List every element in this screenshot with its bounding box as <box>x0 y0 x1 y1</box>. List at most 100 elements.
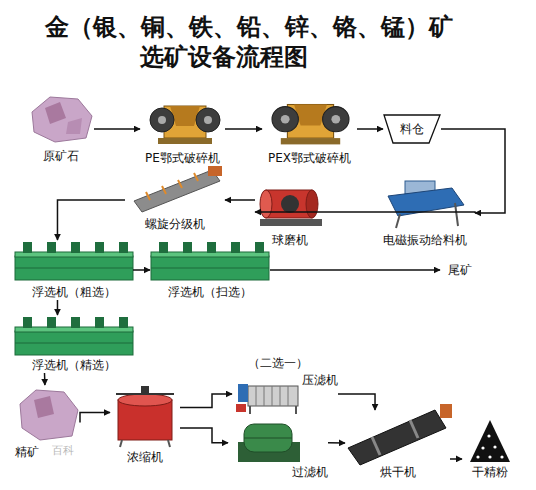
flow-arrow <box>94 128 140 130</box>
flotation-cell <box>151 242 269 280</box>
node-label: 浮选机（扫选） <box>168 285 252 300</box>
flow-arrow <box>225 128 262 130</box>
node-label: 烘干机 <box>380 465 416 480</box>
spiral-blade <box>162 186 166 194</box>
ore-node: 原矿石 <box>28 94 94 164</box>
press-cylinder <box>238 384 248 402</box>
press-leg <box>249 406 251 414</box>
hopper-box: 料仓 <box>383 114 441 144</box>
node-label: 螺旋分级机 <box>145 217 205 232</box>
hopper-shape <box>384 115 440 143</box>
flotation-node: 浮选机（精选） <box>15 315 133 373</box>
filter-node: 过滤机 <box>228 418 328 480</box>
press-plate <box>264 386 265 406</box>
flow-arrow <box>450 458 462 460</box>
node-label: 干精粉 <box>472 465 508 480</box>
filter-drum <box>244 424 292 452</box>
press-pump <box>236 404 246 412</box>
flotation-cell <box>15 242 133 280</box>
node-label: 料仓 <box>400 122 424 137</box>
mill-end <box>260 190 272 218</box>
concentrate-rock-patch <box>34 396 54 418</box>
node-label: 球磨机 <box>272 233 308 248</box>
product-node: 干精粉 <box>462 418 518 480</box>
thickener-node: 浓缩机 <box>110 383 180 465</box>
mill-node: 球磨机 <box>255 176 325 248</box>
crusher-node: PEX鄂式破碎机 <box>262 92 357 166</box>
flow-arrow <box>133 269 150 271</box>
feeder-support <box>396 214 400 228</box>
pile-dot <box>476 455 479 458</box>
node-label: 原矿石 <box>43 149 79 164</box>
classifier-motor <box>208 166 222 176</box>
dryer-hood <box>440 404 452 418</box>
thickener-leg <box>120 440 122 447</box>
press-plate <box>280 386 281 406</box>
pex-crusher <box>272 105 349 145</box>
feeder-support <box>455 203 458 226</box>
pile-dot <box>488 455 491 458</box>
flow-arrow <box>57 200 125 240</box>
flow-arrow <box>338 394 375 410</box>
ore-rock-patch <box>45 102 66 124</box>
flotation-node: 浮选机（粗选） <box>15 240 133 300</box>
flow-arrow <box>180 428 228 443</box>
flow-arrow <box>270 269 440 271</box>
pe-crusher <box>150 106 220 144</box>
concentrate-pile <box>470 420 510 462</box>
note-label: （二选一） <box>248 356 308 371</box>
node-label: 过滤机 <box>292 465 328 480</box>
pile-dot <box>500 455 503 458</box>
dryer-ring <box>410 420 418 438</box>
ore-rock-patch <box>66 118 82 134</box>
classifier-trough <box>134 170 220 212</box>
flotation-cell <box>15 317 133 355</box>
thickener-top <box>118 394 172 406</box>
node-label: 电磁振动给料机 <box>383 233 467 248</box>
node-label: 浓缩机 <box>127 450 163 465</box>
press-plate <box>272 386 273 406</box>
flow-arrow <box>225 199 255 201</box>
ore-rock <box>32 97 92 142</box>
flotation-node: 浮选机（扫选） <box>150 240 270 300</box>
spiral-blade <box>194 173 198 181</box>
thickener-leg <box>168 440 170 447</box>
mill-gear <box>281 195 299 213</box>
thickener-drive <box>141 386 149 394</box>
flow-arrow <box>357 128 383 130</box>
press-plate <box>288 386 289 406</box>
dryer-drum <box>348 410 446 465</box>
press-node: 压滤机 <box>232 373 338 415</box>
pile-dot <box>487 434 490 437</box>
pile-dot <box>481 446 484 449</box>
node-label: 尾矿 <box>448 263 472 278</box>
feeder-trough <box>388 188 464 216</box>
spiral-blade <box>178 180 182 188</box>
flow-arrow <box>441 129 505 213</box>
dryer-node: 烘干机 <box>345 410 450 480</box>
node-label: 浮选机（精选） <box>32 358 116 373</box>
flow-arrow <box>255 212 475 213</box>
filter-drum-seam <box>244 438 292 439</box>
flow-arrow <box>57 300 59 315</box>
flow-arrow <box>180 394 232 408</box>
press-plate <box>256 386 257 406</box>
tailings-node: 尾矿 <box>440 260 480 280</box>
node-label: 浮选机（粗选） <box>32 285 116 300</box>
mill-end <box>306 190 318 218</box>
mill-base <box>260 219 322 226</box>
crusher-node: PE鄂式破碎机 <box>140 92 225 166</box>
mill-drum <box>266 190 312 218</box>
feeder-node: 电磁振动给料机 <box>375 178 475 248</box>
press-leg <box>295 406 297 414</box>
concentrate-rock <box>20 390 78 440</box>
node-label: 压滤机 <box>302 373 338 388</box>
node-label: PEX鄂式破碎机 <box>268 151 351 166</box>
flow-arrow <box>328 442 345 444</box>
classifier-node: 螺旋分级机 <box>125 168 225 232</box>
node-label: PE鄂式破碎机 <box>145 151 220 166</box>
spiral-blade <box>146 192 150 200</box>
flow-arrow <box>80 413 110 423</box>
press-plates <box>248 386 298 406</box>
watermark: 百科 <box>52 443 74 458</box>
